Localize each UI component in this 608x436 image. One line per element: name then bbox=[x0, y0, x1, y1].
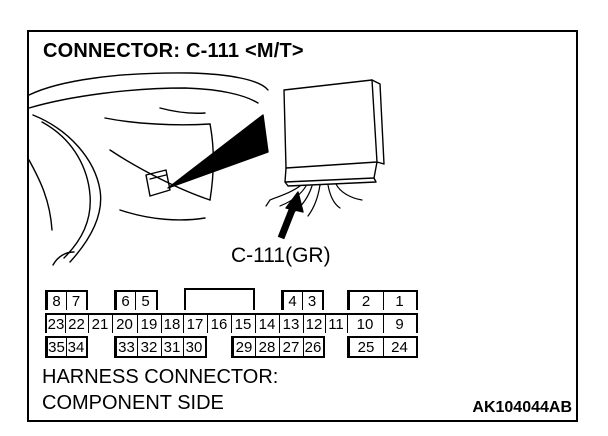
pin-cell: 13 bbox=[279, 313, 303, 333]
pin-cell: 35 bbox=[45, 336, 66, 358]
pin-cell: 16 bbox=[207, 313, 231, 333]
pin-cell: 2 bbox=[347, 290, 383, 310]
connector-key bbox=[184, 288, 255, 310]
dashboard-outline bbox=[28, 72, 269, 266]
pin-cell: 34 bbox=[66, 336, 88, 358]
pin-cell: 27 bbox=[279, 336, 303, 358]
figure-code: AK104044AB bbox=[472, 399, 572, 416]
caption-line-2: COMPONENT SIDE bbox=[42, 392, 224, 414]
pin-cell: 12 bbox=[303, 313, 325, 333]
pin-cell: 9 bbox=[383, 313, 418, 333]
pin-cell: 29 bbox=[231, 336, 255, 358]
pin-cell: 33 bbox=[114, 336, 137, 358]
pin-cell: 32 bbox=[137, 336, 161, 358]
pin-cell: 28 bbox=[255, 336, 279, 358]
diagram-title: CONNECTOR: C-111 <M/T> bbox=[43, 40, 304, 62]
pin-cell: 25 bbox=[347, 336, 383, 358]
pointer-arrow bbox=[277, 191, 304, 240]
pin-cell: 20 bbox=[112, 313, 137, 333]
pin-cell: 22 bbox=[65, 313, 88, 333]
pin-cell: 10 bbox=[347, 313, 383, 333]
pin-cell: 14 bbox=[255, 313, 279, 333]
pin-cell: 24 bbox=[383, 336, 418, 358]
caption-line-1: HARNESS CONNECTOR: bbox=[42, 366, 279, 388]
pin-cell: 31 bbox=[161, 336, 183, 358]
pin-cell: 4 bbox=[281, 290, 302, 310]
pin-cell: 3 bbox=[302, 290, 324, 310]
pin-cell: 11 bbox=[325, 313, 347, 333]
pin-cell: 8 bbox=[45, 290, 66, 310]
pin-cell: 15 bbox=[231, 313, 255, 333]
pin-cell: 23 bbox=[45, 313, 65, 333]
connector-callout: C-111(GR) bbox=[231, 244, 331, 267]
pin-cell: 6 bbox=[114, 290, 135, 310]
dashboard-illustration bbox=[28, 72, 385, 266]
pin-cell: 18 bbox=[161, 313, 183, 333]
pin-cell: 7 bbox=[66, 290, 88, 310]
pin-cell: 1 bbox=[383, 290, 418, 310]
pin-cell: 19 bbox=[137, 313, 161, 333]
pin-cell: 21 bbox=[88, 313, 112, 333]
pin-cell: 17 bbox=[183, 313, 207, 333]
dashboard-connector-icon bbox=[145, 169, 171, 197]
control-unit-icon bbox=[283, 79, 385, 187]
pin-cell: 26 bbox=[303, 336, 325, 358]
leader-wedge bbox=[167, 114, 269, 189]
pin-cell: 30 bbox=[183, 336, 207, 358]
pin-cell: 5 bbox=[135, 290, 158, 310]
harness-wires bbox=[265, 183, 363, 217]
